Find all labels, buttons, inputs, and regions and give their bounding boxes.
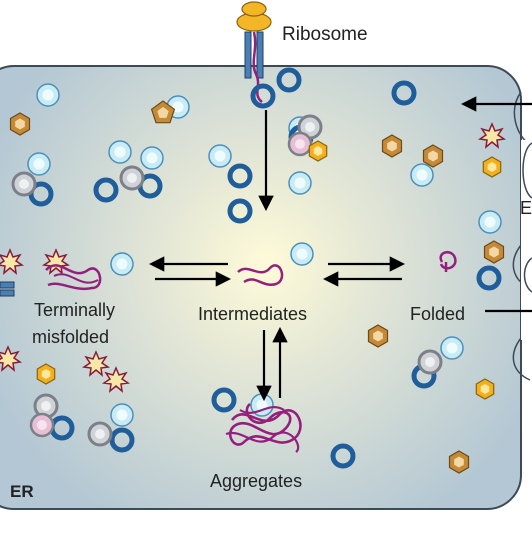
label-folded: Folded bbox=[410, 304, 465, 324]
right-membrane bbox=[460, 91, 532, 381]
label-misfolded: misfolded bbox=[32, 327, 109, 347]
label-edge-fragment: E bbox=[520, 198, 532, 218]
label-aggregates: Aggregates bbox=[210, 471, 302, 491]
aggregates-protein bbox=[225, 402, 302, 453]
label-terminally: Terminally bbox=[34, 300, 115, 320]
label-intermediates: Intermediates bbox=[198, 304, 307, 324]
label-er: ER bbox=[10, 482, 34, 501]
folded-protein bbox=[439, 250, 457, 272]
intermediates-protein bbox=[237, 264, 284, 286]
pathway-arrows bbox=[148, 110, 406, 402]
ribosome bbox=[236, 1, 272, 103]
left-degradation-complex bbox=[0, 249, 102, 297]
label-ribosome: Ribosome bbox=[282, 24, 368, 45]
